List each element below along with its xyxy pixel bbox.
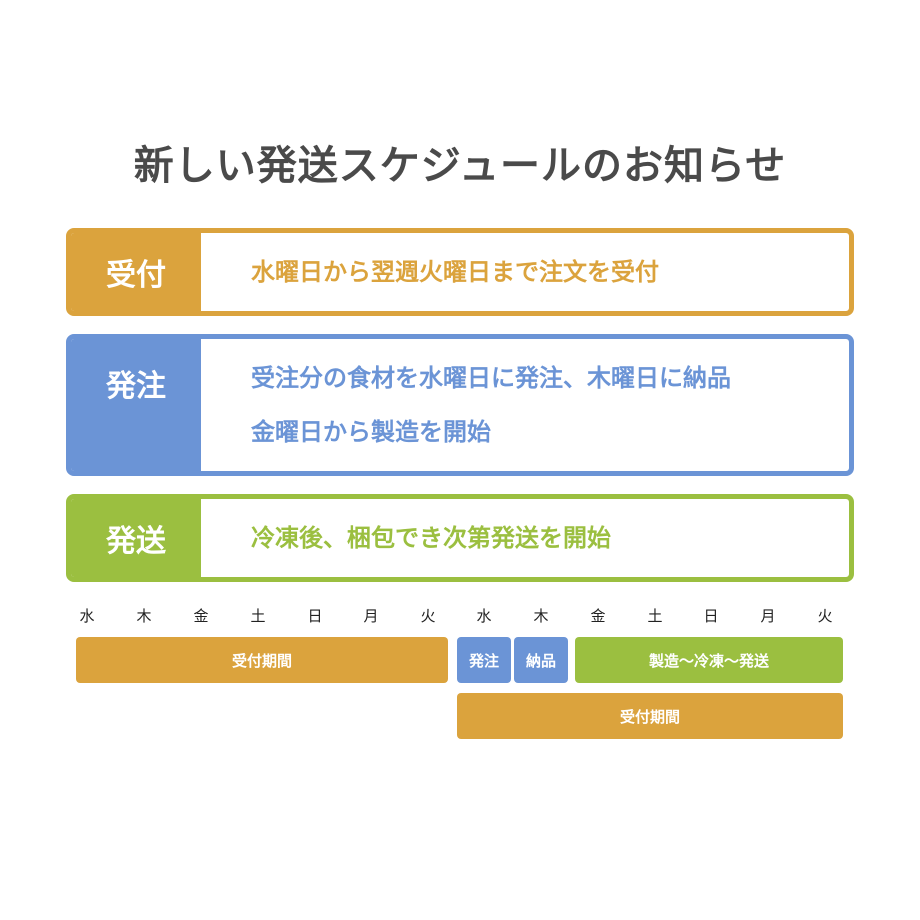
timeline-day: 金 [193, 607, 209, 625]
production-bar: 製造〜冷凍〜発送 [575, 637, 843, 683]
timeline-day: 日 [307, 607, 323, 625]
timeline-day: 火 [817, 607, 833, 625]
ordering-description-line-2: 金曜日から製造を開始 [251, 418, 491, 446]
timeline-day: 木 [136, 607, 152, 625]
ordering-bar: 発注 [457, 637, 511, 683]
page-title: 新しい発送スケジュールのお知らせ [133, 143, 787, 189]
timeline-day: 土 [647, 607, 663, 625]
timeline-day: 火 [420, 607, 436, 625]
timeline-day: 月 [760, 607, 776, 625]
timeline-day: 日 [703, 607, 719, 625]
timeline-day: 金 [590, 607, 606, 625]
shipping-panel: 発送 冷凍後、梱包でき次第発送を開始 [66, 494, 854, 582]
timeline-day: 水 [476, 607, 492, 625]
ordering-label: 発注 [71, 339, 201, 471]
ordering-panel: 発注 受注分の食材を水曜日に発注、木曜日に納品 金曜日から製造を開始 [66, 334, 854, 476]
reception-panel: 受付 水曜日から翌週火曜日まで注文を受付 [66, 228, 854, 316]
reception-period-bar: 受付期間 [76, 637, 448, 683]
shipping-description: 冷凍後、梱包でき次第発送を開始 [251, 499, 843, 577]
reception-description-line: 水曜日から翌週火曜日まで注文を受付 [251, 258, 659, 286]
ordering-description-line-1: 受注分の食材を水曜日に発注、木曜日に納品 [251, 364, 731, 392]
timeline-day: 木 [533, 607, 549, 625]
timeline-day: 水 [79, 607, 95, 625]
reception-description: 水曜日から翌週火曜日まで注文を受付 [251, 233, 843, 311]
shipping-description-line: 冷凍後、梱包でき次第発送を開始 [251, 524, 611, 552]
reception-label: 受付 [71, 233, 201, 311]
delivery-bar: 納品 [514, 637, 568, 683]
ordering-description: 受注分の食材を水曜日に発注、木曜日に納品 金曜日から製造を開始 [251, 339, 843, 471]
timeline-day: 土 [250, 607, 266, 625]
shipping-label: 発送 [71, 499, 201, 577]
timeline-day: 月 [363, 607, 379, 625]
next-reception-period-bar: 受付期間 [457, 693, 843, 739]
